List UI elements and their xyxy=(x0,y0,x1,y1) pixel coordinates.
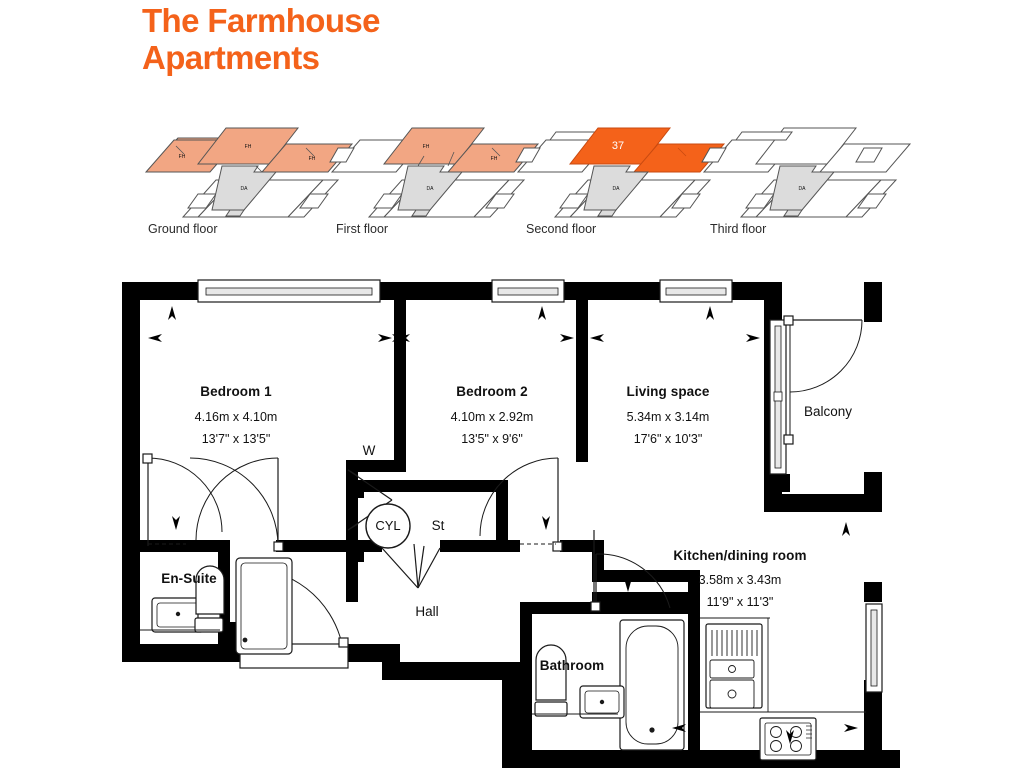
floor-key-first-floor-diagram: FH FH DA xyxy=(329,127,540,218)
floor-key-label-ground: Ground floor xyxy=(148,222,218,236)
room-label-bedroom-2: Bedroom 2 xyxy=(456,384,528,399)
room-dimension-imperial-bedroom-2: 13'5" x 9'6" xyxy=(461,432,523,446)
window-bedroom-1 xyxy=(197,279,381,303)
floor-key-highlighted-unit-number: 37 xyxy=(612,140,624,152)
door-bathroom xyxy=(590,530,671,612)
fixture-hob xyxy=(759,717,817,761)
room-dimension-metric-bedroom-1: 4.16m x 4.10m xyxy=(194,410,278,424)
apartment-floor-plan: Bedroom 1 4.16m x 4.10m 13'7" x 13'5" Be… xyxy=(0,262,1024,768)
door-store xyxy=(381,543,441,589)
room-label-hall: Hall xyxy=(415,604,439,619)
room-dimension-imperial-bedroom-1: 13'7" x 13'5" xyxy=(201,432,271,446)
floor-key-zone-label: FH xyxy=(245,144,252,150)
room-dimension-metric-bedroom-2: 4.10m x 2.92m xyxy=(450,410,534,424)
door-en-suite xyxy=(142,453,223,546)
room-dimension-metric-living-space: 5.34m x 3.14m xyxy=(626,410,710,424)
room-dimension-metric-kitchen-dining: 3.58m x 3.43m xyxy=(698,573,782,587)
label-cylinder: CYL xyxy=(375,518,401,533)
floor-key-second-floor[interactable]: 37 DA Second floor xyxy=(510,122,730,247)
floor-key-label-second: Second floor xyxy=(526,222,597,236)
page-title-line-2: Apartments xyxy=(142,39,320,76)
door-balcony xyxy=(783,315,863,445)
floor-key-zone-label: FH xyxy=(491,156,498,162)
window-kitchen xyxy=(865,603,883,693)
fixture-ensuite-basin xyxy=(151,597,205,633)
room-label-en-suite: En-Suite xyxy=(161,571,217,586)
floor-key-second-floor-diagram: 37 DA xyxy=(515,127,726,218)
label-wardrobe: W xyxy=(362,443,376,458)
floor-key-third-floor[interactable]: DA Third floor xyxy=(696,122,916,247)
room-label-balcony: Balcony xyxy=(803,404,853,419)
floor-key-third-floor-diagram: DA xyxy=(701,127,912,218)
floor-key-zone-label: DA xyxy=(613,186,621,192)
room-dimension-imperial-living-space: 17'6" x 10'3" xyxy=(633,432,703,446)
floor-key-ground-floor[interactable]: FH FH FH DA Ground floor xyxy=(138,122,358,247)
window-living-space xyxy=(659,279,733,303)
page-title: The Farmhouse Apartments xyxy=(142,2,572,76)
fixture-bathroom-wc xyxy=(534,644,568,717)
door-bedroom-2 xyxy=(479,457,563,552)
floor-key-zone-label: FH xyxy=(179,154,186,160)
floor-key-first-floor[interactable]: FH FH DA First floor xyxy=(324,122,544,247)
room-label-bathroom: Bathroom xyxy=(539,658,605,673)
room-label-kitchen-dining: Kitchen/dining room xyxy=(673,548,807,563)
room-label-living-space: Living space xyxy=(626,384,710,399)
floor-key-strip: FH FH FH DA Ground floor xyxy=(0,122,1024,247)
floor-key-zone-label: DA xyxy=(799,186,807,192)
cylinder-symbol xyxy=(365,503,411,549)
floor-key-zone-label: DA xyxy=(427,186,435,192)
floor-key-label-third: Third floor xyxy=(710,222,767,236)
floor-key-zone-label: FH xyxy=(423,144,430,150)
fixture-linework xyxy=(140,279,883,761)
fixture-ensuite-wc xyxy=(194,565,225,633)
fixture-bath xyxy=(619,619,685,751)
floor-key-ground-floor-diagram: FH FH FH DA xyxy=(144,127,354,218)
room-dimension-imperial-kitchen-dining: 11'9" x 11'3" xyxy=(706,595,774,609)
window-bedroom-2 xyxy=(491,279,565,303)
fixture-sink xyxy=(709,659,755,709)
window-balcony-glazing xyxy=(769,319,787,475)
page-title-line-1: The Farmhouse xyxy=(142,2,381,39)
room-label-bedroom-1: Bedroom 1 xyxy=(200,384,272,399)
fixture-bathroom-basin xyxy=(579,685,625,719)
fixture-ensuite-shower xyxy=(235,557,293,655)
label-store: St xyxy=(431,518,445,533)
floor-plan-drawing xyxy=(122,279,900,768)
door-bedroom-1 xyxy=(189,457,284,552)
floor-key-zone-label: FH xyxy=(309,156,316,162)
floor-key-label-first: First floor xyxy=(336,222,389,236)
floor-key-zone-label: DA xyxy=(241,186,249,192)
dimension-arrows xyxy=(148,306,858,744)
